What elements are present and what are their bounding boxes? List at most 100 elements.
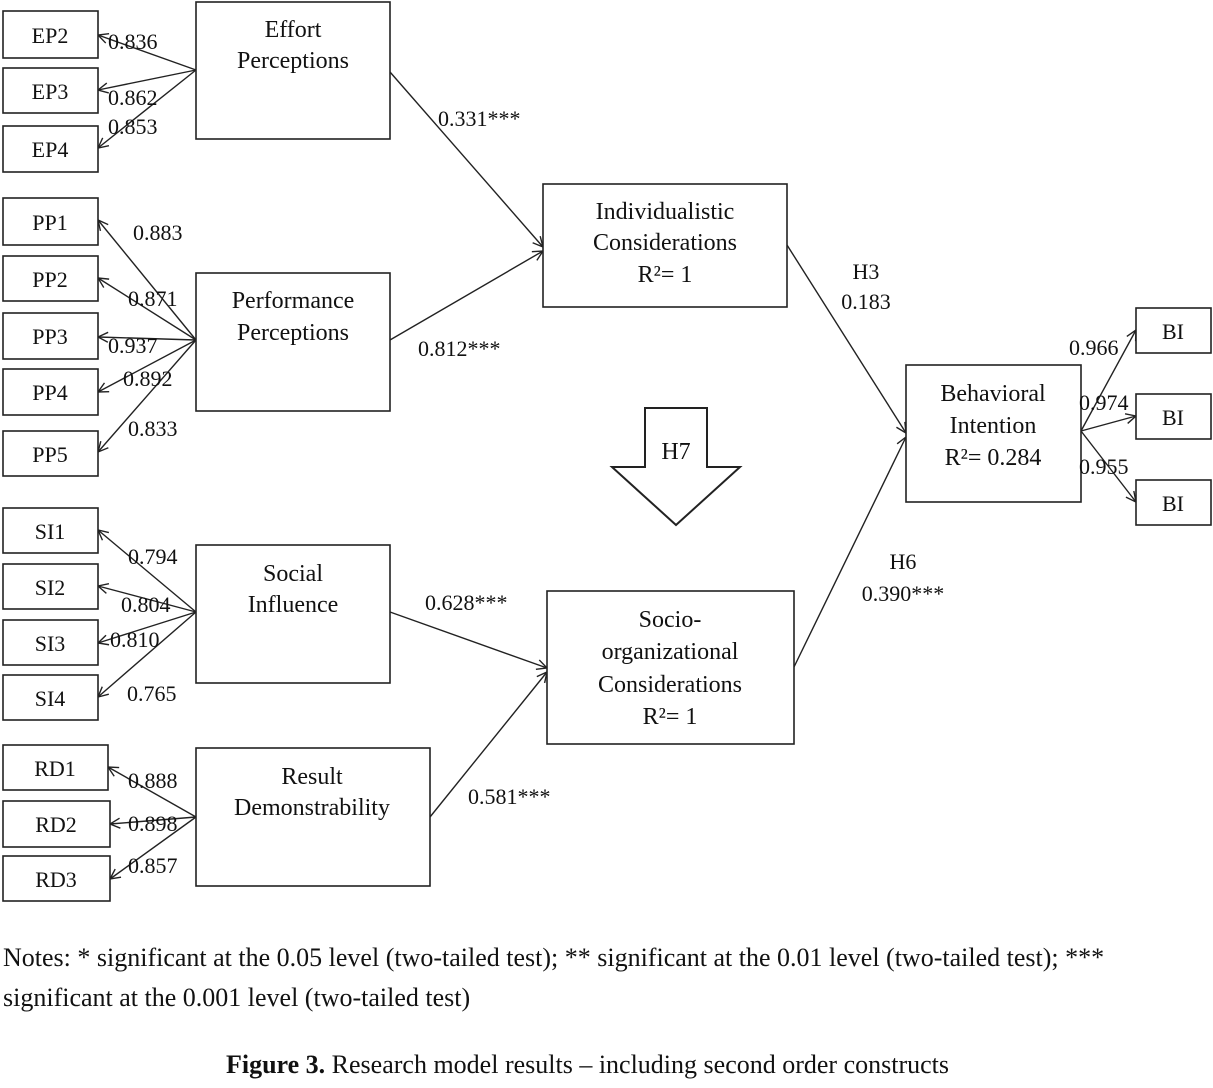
h7-label: H7	[661, 439, 690, 465]
construct-individualistic-r2: R²= 1	[638, 262, 693, 288]
indicator-ep2-label: EP2	[32, 23, 69, 48]
indicator-si2-label: SI2	[35, 575, 66, 600]
indicator-bi-3: BI	[1135, 479, 1212, 526]
loading-bi-2: 0.974	[1079, 390, 1129, 415]
path-effort-to-individualistic	[389, 71, 543, 247]
path-performance-to-individualistic	[389, 251, 543, 341]
indicator-bi-2: BI	[1135, 393, 1212, 440]
loading-pp4: 0.892	[123, 366, 173, 391]
loading-pp1: 0.883	[133, 220, 183, 245]
loading-si3: 0.810	[110, 627, 160, 652]
coef-performance-to-individualistic: 0.812***	[418, 336, 501, 361]
path-result-to-socio	[429, 672, 547, 818]
construct-individualistic-line1: Individualistic	[596, 199, 735, 225]
loading-pp2: 0.871	[128, 286, 178, 311]
construct-socio-line2: organizational	[602, 639, 739, 665]
indicator-ep3-label: EP3	[32, 79, 69, 104]
arrow-rd-rd2	[110, 816, 197, 824]
arrow-rd-rd3	[110, 816, 197, 879]
loading-ep3: 0.862	[108, 85, 158, 110]
indicator-rd3-label: RD3	[35, 867, 77, 892]
arrow-bi-bi2	[1080, 416, 1136, 432]
arrow-ep-ep3	[98, 69, 197, 90]
arrow-rd-rd1	[108, 767, 197, 818]
construct-effort-perceptions: Effort Perceptions	[195, 1, 391, 140]
indicator-pp5: PP5	[2, 430, 99, 477]
construct-socio-line1: Socio-	[639, 607, 702, 633]
indicator-arrows	[98, 35, 1136, 879]
indicator-bi-1-label: BI	[1162, 319, 1184, 344]
indicator-bi-3-label: BI	[1162, 491, 1184, 516]
arrow-si-si2	[98, 586, 197, 613]
construct-socio-organizational-considerations: Socio- organizational Considerations R²=…	[546, 590, 795, 745]
construct-individualistic-considerations: Individualistic Considerations R²= 1	[542, 183, 788, 308]
arrow-ep-ep2	[98, 35, 197, 71]
coef-effort-to-individualistic: 0.331***	[438, 106, 521, 131]
indicator-pp1-label: PP1	[32, 210, 67, 235]
significance-notes: Notes: * significant at the 0.05 level (…	[3, 943, 1105, 1012]
construct-social-line2: Influence	[248, 592, 339, 618]
indicator-rd1: RD1	[2, 744, 109, 791]
indicator-bi-2-label: BI	[1162, 405, 1184, 430]
loading-rd1: 0.888	[128, 768, 178, 793]
construct-behavioral-line2: Intention	[950, 413, 1037, 439]
construct-socio-r2: R²= 1	[643, 704, 698, 730]
indicator-si1-label: SI1	[35, 519, 66, 544]
loading-rd2: 0.898	[128, 811, 178, 836]
indicator-pp3: PP3	[2, 312, 99, 360]
arrow-pp-pp5	[98, 339, 197, 452]
construct-result-line2: Demonstrability	[234, 795, 390, 821]
path-social-to-socio	[389, 611, 547, 668]
indicator-si4-label: SI4	[35, 686, 66, 711]
loading-rd3: 0.857	[128, 853, 178, 878]
construct-socio-line3: Considerations	[598, 672, 742, 698]
construct-behavioral-intention: Behavioral Intention R²= 0.284	[905, 364, 1082, 503]
figure-caption-label: Figure 3.	[225, 1050, 326, 1079]
arrow-pp-pp4	[98, 339, 197, 392]
indicator-pp4-label: PP4	[32, 380, 67, 405]
construct-result-demonstrability: Result Demonstrability	[195, 747, 431, 887]
indicator-pp5-label: PP5	[32, 442, 67, 467]
arrow-pp-pp1	[98, 220, 197, 341]
indicator-pp3-label: PP3	[32, 324, 67, 349]
indicator-si4: SI4	[2, 674, 99, 721]
h7-arrow: H7	[609, 407, 743, 527]
arrow-pp-pp3	[98, 337, 197, 340]
arrow-si-si3	[98, 611, 197, 643]
coef-social-to-socio: 0.628***	[425, 590, 508, 615]
figure-caption-text: Research model results – including secon…	[325, 1050, 950, 1079]
indicator-si3: SI3	[2, 619, 99, 666]
construct-effort-line2: Perceptions	[237, 48, 349, 74]
indicator-pp4: PP4	[2, 368, 99, 416]
indicator-ep4: EP4	[2, 125, 99, 173]
indicator-pp2-label: PP2	[32, 267, 67, 292]
loading-si2: 0.804	[121, 592, 171, 617]
path-socio-to-behavioral	[793, 437, 906, 668]
path-individualistic-to-behavioral	[786, 244, 906, 433]
indicator-rd3: RD3	[2, 855, 111, 902]
construct-effort-line1: Effort	[265, 17, 322, 43]
coef-socio-to-behavioral: 0.390***	[862, 581, 945, 606]
construct-result-line1: Result	[281, 764, 343, 790]
arrow-si-si1	[98, 530, 197, 613]
indicator-ep4-label: EP4	[32, 137, 69, 162]
h3-label: H3	[853, 259, 880, 284]
loading-si4: 0.765	[127, 681, 177, 706]
indicator-pp1: PP1	[2, 197, 99, 246]
arrow-si-si4	[98, 611, 197, 697]
loading-pp5: 0.833	[128, 416, 178, 441]
arrow-ep-ep4	[98, 69, 197, 148]
construct-social-line1: Social	[263, 561, 323, 587]
indicator-si2: SI2	[2, 563, 99, 610]
h6-label: H6	[890, 549, 917, 574]
indicator-rd1-label: RD1	[34, 756, 76, 781]
indicator-rd2-label: RD2	[35, 812, 77, 837]
construct-behavioral-r2: R²= 0.284	[945, 445, 1042, 471]
indicator-pp2: PP2	[2, 255, 99, 302]
figure-caption: Figure 3. Research model results – inclu…	[0, 1050, 1175, 1080]
arrow-bi-bi3	[1080, 430, 1136, 502]
loading-ep4: 0.853	[108, 114, 158, 139]
research-model-diagram: EP2 EP3 EP4 PP1 PP2 PP3 PP4 PP5 SI1 SI2 …	[2, 1, 1212, 902]
construct-individualistic-line2: Considerations	[593, 230, 737, 256]
loading-si1: 0.794	[128, 544, 178, 569]
